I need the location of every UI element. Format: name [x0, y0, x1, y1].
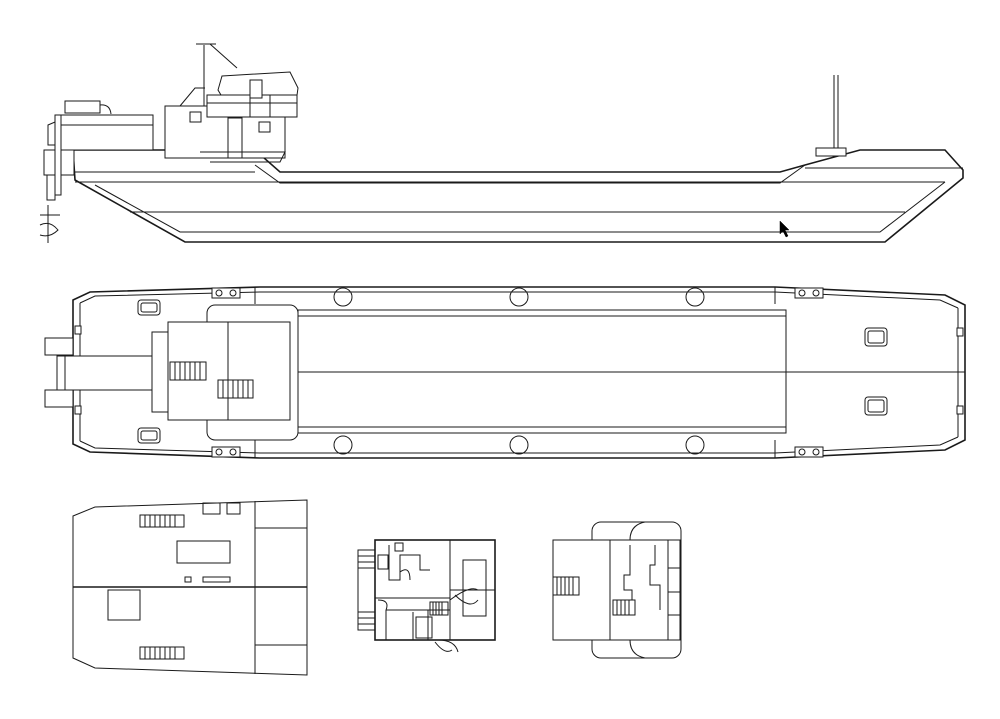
side-elevation-view: [39, 43, 964, 243]
deckhouse-plan: [151, 304, 299, 441]
bollards: [74, 287, 964, 458]
deckhouse-side: [164, 43, 299, 163]
accommodation-plan-view: [357, 539, 496, 653]
bow-mast: [815, 75, 847, 157]
hull-side: [72, 149, 964, 243]
hatches: [137, 299, 888, 444]
main-deck-plan-view: [72, 499, 308, 676]
arrow-cursor-icon: [779, 220, 790, 238]
wheelhouse-plan-view: [552, 521, 682, 659]
hold-ventilators: [333, 287, 705, 455]
engine-casing-side: [59, 100, 154, 151]
stern-structure: [44, 337, 153, 408]
stair: [169, 361, 254, 399]
rudder-propeller: [39, 114, 75, 243]
deck-plan-view: [44, 286, 966, 459]
